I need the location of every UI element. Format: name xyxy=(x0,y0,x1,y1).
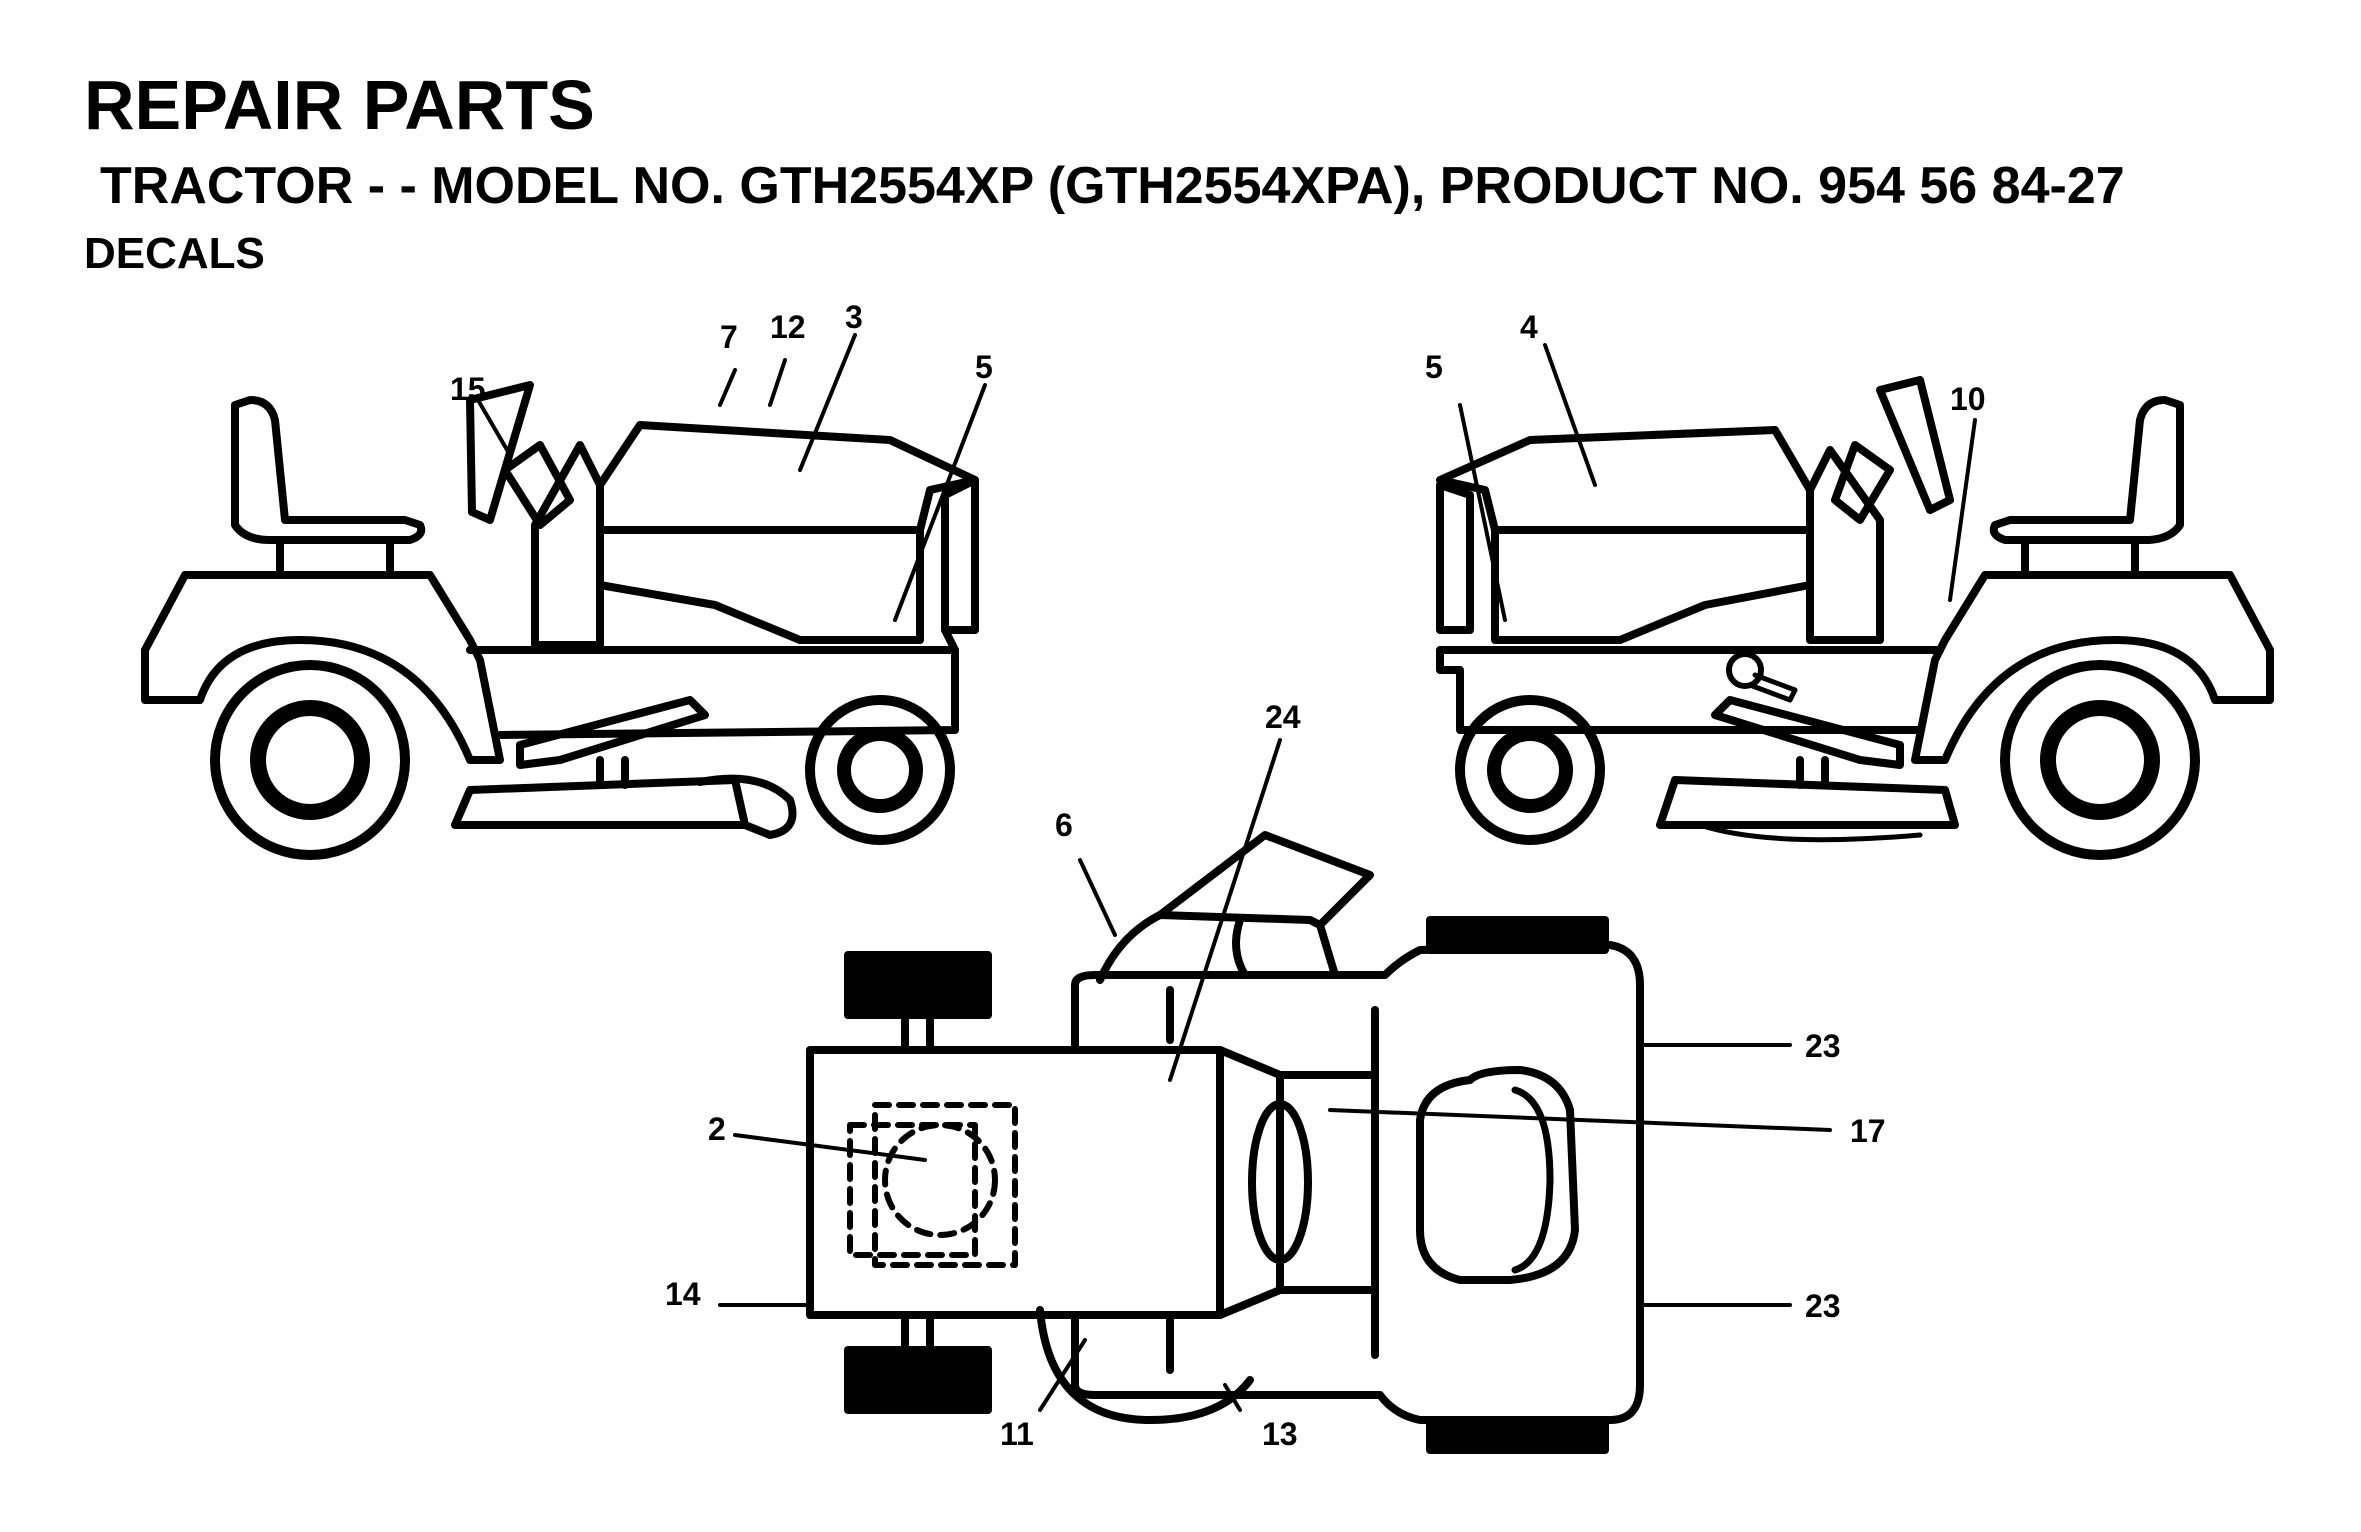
steering-column xyxy=(501,441,574,529)
discharge-chute-inner xyxy=(1156,911,1324,929)
callout-3: 3 xyxy=(845,299,863,335)
hood xyxy=(596,421,979,534)
leader-7 xyxy=(718,368,737,407)
deck-underside xyxy=(1697,822,1923,843)
callout-4: 4 xyxy=(1520,309,1538,345)
seat xyxy=(231,396,426,544)
leader-13 xyxy=(1223,1383,1242,1412)
page-title: REPAIR PARTS xyxy=(84,66,595,144)
steering-wheel-top xyxy=(1248,1100,1312,1264)
foot-platform xyxy=(516,696,709,769)
front-wheel-hub xyxy=(837,727,923,813)
hood xyxy=(1436,426,1814,534)
page-subtitle: TRACTOR - - MODEL NO. GTH2554XP (GTH2554… xyxy=(100,157,2125,215)
leader-11 xyxy=(1038,1338,1087,1412)
callout-2: 2 xyxy=(708,1111,726,1147)
engine-outline xyxy=(872,1102,1018,1268)
deck-mount xyxy=(1796,756,1829,789)
tractor-left-side-view xyxy=(141,333,987,860)
callout-24: 24 xyxy=(1265,699,1301,735)
hood-lower xyxy=(596,526,924,644)
seat xyxy=(1989,396,2184,544)
rear-fender xyxy=(1911,571,2274,764)
tractor-top-view xyxy=(718,738,1832,1454)
leader-3 xyxy=(798,333,857,472)
leader-6 xyxy=(1078,858,1117,937)
chute-deflector xyxy=(1232,916,1249,979)
grille xyxy=(1436,481,1474,634)
callout-labels: 15 7 12 3 5 4 5 10 24 6 2 14 11 13 23 17… xyxy=(450,299,1986,1452)
floor-pan xyxy=(1276,1071,1379,1294)
leader-4 xyxy=(1543,343,1597,487)
front-left-tire xyxy=(844,951,992,1019)
seat-base xyxy=(2021,536,2139,579)
dash-top xyxy=(1216,1046,1284,1319)
callout-23-bottom: 23 xyxy=(1805,1288,1841,1324)
rear-wheel-hub xyxy=(2040,700,2160,820)
leader-10 xyxy=(1948,418,1977,602)
hood-top xyxy=(806,1046,1224,1319)
callout-15: 15 xyxy=(450,371,486,407)
callout-23-top: 23 xyxy=(1805,1028,1841,1064)
front-axle-bottom xyxy=(901,1311,934,1354)
section-heading: DECALS xyxy=(84,229,265,278)
callout-12: 12 xyxy=(770,309,806,345)
seat-back xyxy=(1511,1086,1554,1274)
callout-5-right: 5 xyxy=(1425,349,1443,385)
callout-5-left: 5 xyxy=(975,349,993,385)
front-axle-top xyxy=(901,1011,934,1054)
steering-wheel xyxy=(1876,376,1954,514)
dash-panel xyxy=(531,441,604,649)
steering-column xyxy=(1831,441,1894,524)
rear-right-tire xyxy=(1426,1416,1609,1454)
engine-outline-back xyxy=(847,1122,978,1258)
mower-deck xyxy=(1656,776,1959,829)
grille xyxy=(941,476,979,634)
deck-mount xyxy=(596,756,629,789)
leader-17 xyxy=(1328,1108,1832,1132)
deck-chute xyxy=(696,774,797,839)
steering-wheel xyxy=(466,381,534,524)
leader-5-right xyxy=(1458,403,1507,622)
hood-lower xyxy=(1491,526,1814,644)
front-wheel xyxy=(1455,695,1605,845)
callout-6: 6 xyxy=(1055,807,1073,843)
callout-11: 11 xyxy=(1000,1416,1034,1452)
front-right-tire xyxy=(844,1346,992,1414)
engine-filter xyxy=(882,1122,998,1238)
rear-body xyxy=(1071,941,1644,1424)
lift-lever xyxy=(1747,672,1798,703)
seat-base xyxy=(276,536,394,579)
front-wheel xyxy=(805,695,955,845)
rear-left-tire xyxy=(1426,916,1609,954)
rear-wheel-hub xyxy=(250,700,370,820)
frame xyxy=(1436,646,1944,734)
rear-fender xyxy=(141,571,504,764)
callout-17: 17 xyxy=(1850,1113,1886,1149)
leader-2 xyxy=(733,1133,927,1162)
discharge-chute xyxy=(1096,831,1374,984)
rear-wheel xyxy=(2000,660,2200,860)
rear-wheel xyxy=(210,660,410,860)
frame-front xyxy=(941,626,959,654)
seat-top xyxy=(1416,1066,1579,1284)
foot-platform xyxy=(1711,696,1904,769)
leader-12 xyxy=(768,358,787,407)
leader-24 xyxy=(1168,738,1282,1082)
tractor-right-side-view xyxy=(1436,343,2274,860)
callout-7: 7 xyxy=(720,319,738,355)
leader-15 xyxy=(476,398,512,457)
front-wheel-hub xyxy=(1487,727,1573,813)
lift-lever-knob xyxy=(1726,651,1764,689)
deck-curve xyxy=(1036,1306,1254,1424)
frame xyxy=(466,646,959,739)
callout-14: 14 xyxy=(665,1276,701,1312)
leader-5-left xyxy=(893,383,987,622)
callout-10: 10 xyxy=(1950,381,1986,417)
callout-13: 13 xyxy=(1262,1416,1298,1452)
dash-panel xyxy=(1806,446,1884,644)
